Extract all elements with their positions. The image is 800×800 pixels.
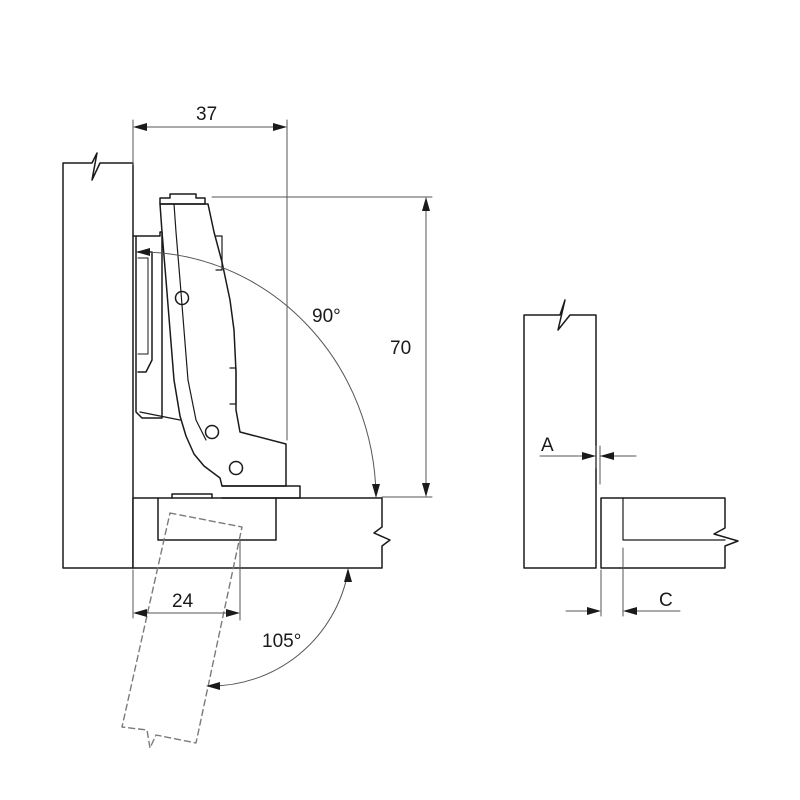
dimension-lines <box>132 119 433 687</box>
angle-label-90: 90° <box>312 306 341 327</box>
rivet-icon <box>204 424 220 440</box>
door-panel <box>132 493 391 569</box>
cabinet-side-panel <box>62 152 134 569</box>
rivet-icon <box>228 460 244 476</box>
label-c: C <box>659 590 673 611</box>
label-a: A <box>541 435 554 456</box>
detail-side-panel <box>523 299 597 569</box>
dimension-label-70: 70 <box>390 338 412 359</box>
hinge-body <box>132 193 301 499</box>
arrowheads <box>133 123 430 690</box>
rivet-icon <box>174 290 190 306</box>
dimension-label-37: 37 <box>196 104 218 125</box>
dimension-label-24: 24 <box>172 591 194 612</box>
door-open-dashed <box>121 512 243 749</box>
angle-label-105: 105° <box>262 631 302 652</box>
detail-door-panel <box>600 497 739 569</box>
